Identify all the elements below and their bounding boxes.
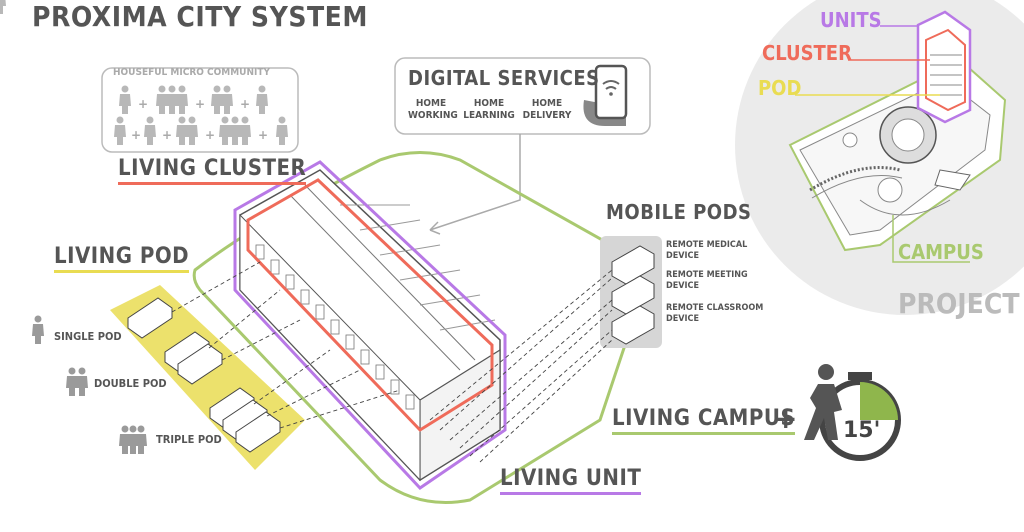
service-home-working-2: WORKING [408,110,458,121]
svg-text:+: + [131,128,141,142]
mobile-pod-medical-2: DEVICE [666,251,700,261]
service-home-learning-2: LEARNING [463,110,515,121]
mobile-pod-meeting-1: REMOTE MEETING [666,270,748,280]
mobile-pod-boxes [611,245,655,345]
phone-icon [583,64,628,126]
living-unit-label: LIVING UNIT [500,466,642,495]
pod-boxes [127,297,281,453]
campus-label: CAMPUS [898,240,984,264]
mobile-pod-medical-1: REMOTE MEDICAL [666,240,748,250]
project-site-plan [788,10,1007,263]
living-pod-label: LIVING POD [54,244,190,273]
svg-text:+: + [195,97,205,111]
mobile-pods-title: MOBILE PODS [606,200,752,224]
cluster-label: CLUSTER [762,41,852,65]
service-home-learning-1: HOME [473,98,505,109]
svg-text:+: + [258,128,268,142]
mobile-pod-classroom-1: REMOTE CLASSROOM [666,303,764,313]
mobile-pod-classroom-2: DEVICE [666,314,700,324]
timer-walk-icon [804,364,901,461]
digital-services-title: DIGITAL SERVICES [408,66,600,90]
triple-pod-label: TRIPLE POD [156,433,222,446]
connection-lines [171,261,613,463]
page-title: PROXIMA CITY SYSTEM [32,0,368,33]
living-unit-building [233,160,507,490]
svg-text:+: + [240,97,250,111]
svg-text:+: + [162,128,172,142]
plus-signs: + + + + + + + [131,97,268,142]
service-home-delivery-1: HOME [531,98,563,109]
service-home-working-1: HOME [415,98,447,109]
svg-text:+: + [138,97,148,111]
houseful-label: HOUSEFUL MICRO COMMUNITY [113,67,271,78]
timer-label: 15' [843,418,880,443]
plus-sign: + [774,402,797,435]
pod-label: POD [758,76,802,100]
double-pod-label: DOUBLE POD [94,377,167,390]
people-icons [0,0,288,145]
project-label: PROJECT [898,287,1020,320]
mobile-pod-meeting-2: DEVICE [666,281,700,291]
living-cluster-label: LIVING CLUSTER [118,156,307,185]
service-home-delivery-2: DELIVERY [522,110,572,121]
living-campus-label: LIVING CAMPUS [612,406,796,435]
svg-text:+: + [205,128,215,142]
units-label: UNITS [820,8,882,32]
single-pod-label: SINGLE POD [54,330,122,343]
services-pointer [429,134,521,231]
